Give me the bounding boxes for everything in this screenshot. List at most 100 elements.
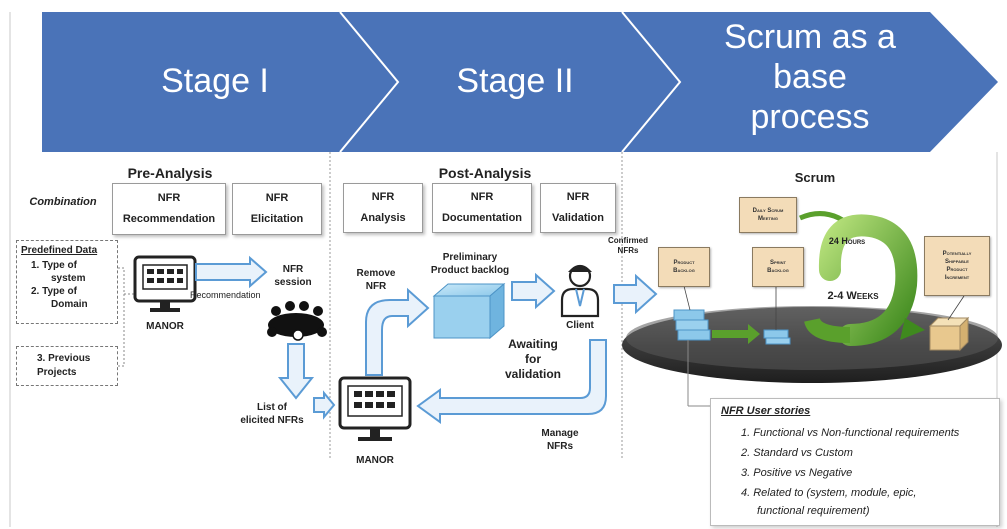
- label-line: Awaiting: [508, 337, 558, 351]
- box-line: NFR: [265, 192, 289, 205]
- manor-label: MANOR: [146, 321, 184, 332]
- sprint-loop: [799, 211, 925, 346]
- meeting-icon: [267, 301, 327, 341]
- story-item: 4. Related to (system, module, epic,: [741, 487, 917, 499]
- nfr-documentation-box: NFR Documentation: [432, 183, 532, 233]
- label-line: for: [525, 352, 541, 366]
- stories-title: NFR User stories: [721, 405, 811, 417]
- previous-line: 3. Previous: [37, 353, 91, 364]
- remove-nfr-label: Remove NFR: [348, 268, 404, 293]
- label-line: Preliminary: [442, 252, 498, 263]
- recommendation-arrow: [195, 255, 268, 289]
- post-analysis-title: Post-Analysis: [438, 165, 532, 181]
- predefined-item: system: [51, 273, 86, 284]
- nfr-elicitation-box: NFR Elicitation: [232, 183, 322, 235]
- label-line: NFRs: [617, 246, 639, 255]
- box-line: Elicitation: [250, 213, 304, 225]
- combination-label: Combination: [29, 196, 97, 208]
- story-item: 2. Standard vs Custom: [741, 447, 853, 459]
- story-item: 3. Positive vs Negative: [741, 467, 853, 479]
- label-line: Meeting: [758, 216, 778, 222]
- predefined-title: Predefined Data: [21, 245, 98, 256]
- pre-analysis-title: Pre-Analysis: [127, 165, 213, 181]
- label-line: session: [274, 276, 312, 288]
- stage2-chevron: [340, 12, 680, 152]
- nfr-recommendation-box: NFR Recommendation: [112, 183, 226, 235]
- story-item: 1. Functional vs Non-functional requirem…: [741, 427, 960, 439]
- box-line: NFR: [566, 191, 590, 204]
- label-line: Daily Scrum: [752, 207, 784, 214]
- label-line: Increment: [944, 275, 970, 282]
- label-line: Product: [946, 267, 968, 273]
- box-line: NFR: [470, 191, 494, 204]
- increment-label: Potentially Shippable Product Increment: [924, 236, 990, 296]
- label-line: elicited NFRs: [240, 414, 304, 426]
- predefined-data-box: Predefined Data 1. Type of system 2. Typ…: [16, 240, 118, 324]
- label-line: List of: [257, 402, 287, 413]
- increment-box: [928, 316, 970, 352]
- label-line: NFR: [365, 280, 387, 292]
- predefined-item: 1. Type of: [31, 260, 77, 271]
- nfr-session-label: NFR session: [268, 264, 318, 289]
- box-line: NFR: [371, 191, 395, 204]
- awaiting-label: Awaiting for validation: [498, 337, 568, 382]
- label-line: Shippable: [945, 258, 969, 265]
- label-line: Product backlog: [430, 264, 510, 276]
- stage1-title: Stage I: [161, 62, 269, 100]
- box-line: Recommendation: [122, 213, 216, 225]
- product-backlog-label: Product Backlog: [658, 247, 710, 287]
- label-line: Potentially: [942, 250, 972, 257]
- list-label: List of elicited NFRs: [232, 402, 312, 427]
- label-line: Confirmed: [608, 236, 648, 245]
- previous-line: Projects: [37, 367, 77, 378]
- daily-scrum-label: Daily Scrum Meeting: [739, 197, 797, 233]
- client-icon: [560, 264, 600, 318]
- label-line: validation: [504, 367, 561, 381]
- stage3-line: process: [750, 97, 870, 136]
- client-label: Client: [566, 320, 594, 331]
- stage3-line: base: [773, 57, 847, 96]
- label-line: NFR: [282, 264, 304, 275]
- list-arrow: [313, 390, 336, 420]
- label-line: Product: [673, 259, 695, 266]
- label-line: NFRs: [546, 440, 574, 452]
- return-arrow: [416, 339, 607, 424]
- backlog-cube: [432, 282, 506, 340]
- nfr-analysis-box: NFR Analysis: [343, 183, 423, 233]
- box-line: Analysis: [360, 212, 406, 224]
- label-line: Manage: [541, 428, 579, 439]
- box-line: Validation: [552, 212, 604, 224]
- nfr-user-stories: NFR User stories 1. Functional vs Non-fu…: [710, 398, 1000, 526]
- predefined-item: 2. Type of: [31, 286, 77, 297]
- box-line: NFR: [157, 192, 181, 205]
- computer-icon: [338, 376, 412, 441]
- recommendation-label: Recommendation: [190, 290, 261, 300]
- backlog-to-client-arrow: [511, 272, 556, 310]
- label-line: Backlog: [767, 268, 789, 274]
- nfr-validation-box: NFR Validation: [540, 183, 616, 233]
- previous-projects-box: 3. Previous Projects: [16, 346, 118, 386]
- stage1-chevron: [42, 12, 398, 152]
- sprint-backlog-stack: [763, 329, 791, 345]
- confirmed-label: Confirmed NFRs: [604, 236, 652, 256]
- confirmed-arrow: [613, 273, 658, 315]
- scrum-chevron: [622, 12, 998, 152]
- label-line: Remove: [356, 268, 396, 279]
- preliminary-backlog-label: Preliminary Product backlog: [420, 252, 520, 277]
- product-backlog-stack: [673, 309, 711, 341]
- label-line: Sprint: [769, 259, 786, 266]
- stage2-title: Stage II: [456, 62, 574, 100]
- remove-nfr-arrow: [365, 287, 430, 376]
- manage-nfrs-label: Manage NFRs: [530, 428, 590, 453]
- computer-icon: [133, 255, 197, 312]
- manor-label: MANOR: [356, 455, 394, 466]
- stage3-title: Scrum as a base process: [690, 18, 930, 137]
- story-item: functional requirement): [757, 505, 870, 517]
- sprint-backlog-label: Sprint Backlog: [752, 247, 804, 287]
- box-line: Documentation: [441, 212, 523, 224]
- weeks-label: 2-4 Weeks: [827, 290, 879, 302]
- predefined-item: Domain: [51, 299, 88, 310]
- stage3-line: Scrum as a: [724, 18, 896, 56]
- down-arrow: [277, 343, 315, 400]
